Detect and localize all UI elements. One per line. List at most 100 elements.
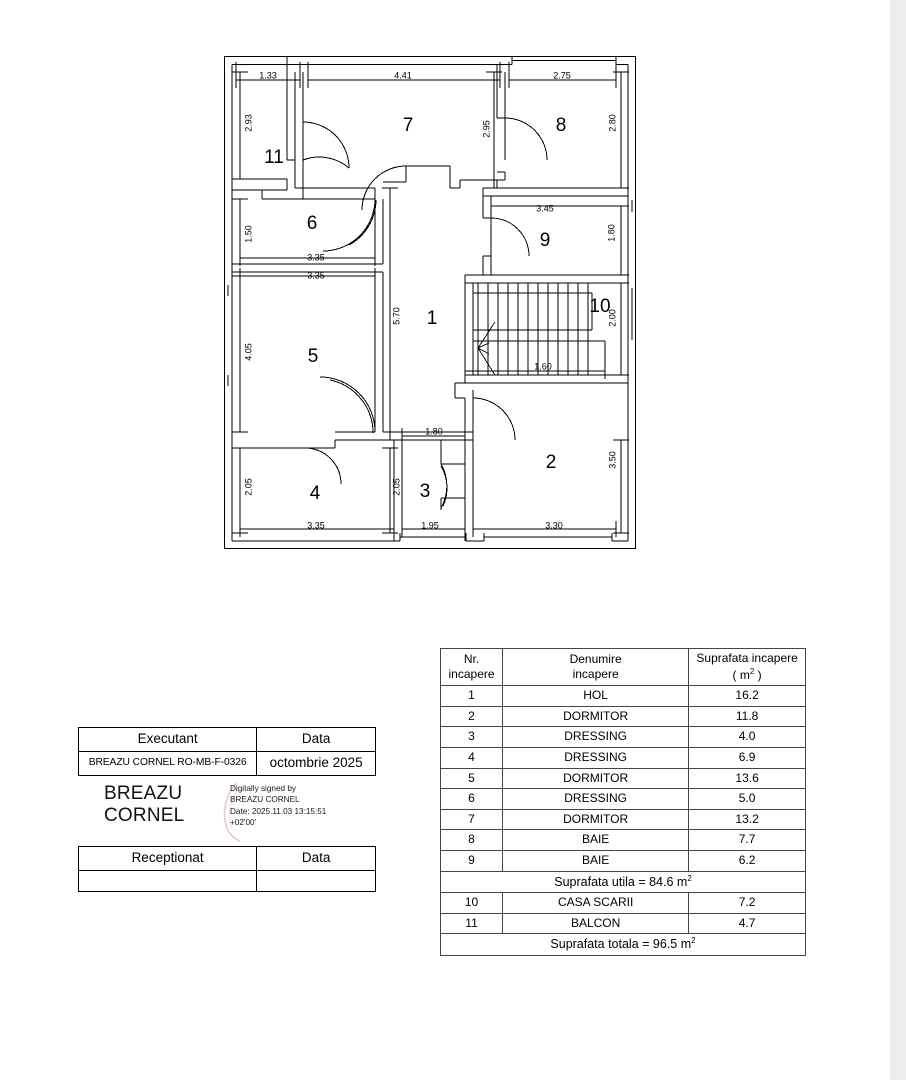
room-number-cell: 8 bbox=[439, 829, 504, 851]
room-area-cell: 4.7 bbox=[688, 912, 806, 935]
room-number-cell: 1 bbox=[439, 685, 504, 707]
dimension-label: 4.05 bbox=[243, 343, 253, 361]
dimension-label: 3.45 bbox=[536, 203, 554, 213]
balcony-walls bbox=[231, 64, 296, 191]
signature-name-line1: BREAZU bbox=[104, 783, 183, 804]
header-nr-line1: Nr. bbox=[463, 651, 480, 666]
room-number-cell: 6 bbox=[439, 788, 504, 810]
dimension-label: 3.35 bbox=[307, 520, 325, 530]
table-row bbox=[77, 869, 376, 892]
room-area-cell: 4.0 bbox=[688, 726, 806, 748]
interior-walls bbox=[231, 64, 628, 541]
room-number-3: 3 bbox=[420, 481, 431, 502]
room-name-cell: DRESSING bbox=[502, 788, 690, 810]
header-area-line1: Suprafata incapere bbox=[696, 651, 798, 665]
dimension-label: 2.05 bbox=[391, 478, 401, 496]
dimension-label: 4.41 bbox=[394, 70, 412, 80]
room-number-5: 5 bbox=[308, 346, 319, 367]
column-header-area: Suprafata incapere ( m2 ) bbox=[688, 647, 806, 687]
room-schedule: Nr. incapere Denumire incapere Suprafata… bbox=[439, 647, 806, 956]
building-envelope bbox=[223, 55, 637, 550]
room-number-4: 4 bbox=[310, 483, 321, 504]
room-number-6: 6 bbox=[307, 213, 318, 234]
room-number-cell: 2 bbox=[439, 705, 504, 728]
receptionat-value bbox=[77, 869, 258, 892]
executant-title-block: Executant Data BREAZU CORNEL RO-MB-F-032… bbox=[77, 727, 376, 776]
dimension-label: 1.50 bbox=[243, 225, 253, 243]
dimension-label: 2.95 bbox=[481, 120, 491, 138]
room-name-cell: HOL bbox=[502, 685, 690, 707]
executant-table: Executant Data BREAZU CORNEL RO-MB-F-032… bbox=[77, 727, 376, 776]
dimension-label: 5.70 bbox=[391, 307, 401, 325]
data-header: Data bbox=[256, 727, 376, 752]
door-swings bbox=[302, 117, 548, 509]
signature-name: BREAZU CORNEL bbox=[104, 783, 184, 827]
dimension-label: 3.50 bbox=[607, 451, 617, 469]
header-nr-line2: incapere bbox=[448, 667, 495, 682]
dimension-label: 1.95 bbox=[421, 520, 439, 530]
room-number-1: 1 bbox=[427, 308, 438, 329]
door-leaves bbox=[302, 118, 506, 440]
room-name-cell: DRESSING bbox=[502, 726, 690, 748]
dimension-label: 3.30 bbox=[545, 520, 563, 530]
room-name-cell: DORMITOR bbox=[502, 808, 690, 831]
room-name-cell: DORMITOR bbox=[502, 705, 690, 728]
dimension-label: 1.33 bbox=[259, 70, 277, 80]
room-name-cell: BAIE bbox=[502, 829, 690, 851]
table-header-row: Nr. incapere Denumire incapere Suprafata… bbox=[439, 647, 806, 687]
table-row: Suprafata totala = 96.5 m2 bbox=[440, 933, 806, 956]
data-value: octombrie 2025 bbox=[256, 750, 376, 776]
room-area-cell: 7.7 bbox=[688, 829, 806, 851]
dimension-label: 3.35 bbox=[307, 270, 325, 280]
room-number-cell: 11 bbox=[439, 912, 504, 935]
column-header-name: Denumire incapere bbox=[502, 647, 690, 687]
room-name-cell: BALCON bbox=[502, 912, 690, 935]
dimension-lines bbox=[232, 62, 629, 537]
suprafata-utila-total: Suprafata utila = 84.6 m2 bbox=[440, 870, 806, 893]
table-row: BREAZU CORNEL RO-MB-F-0326 octombrie 202… bbox=[77, 750, 376, 776]
room-number-7: 7 bbox=[403, 115, 414, 136]
dimension-label: 3.35 bbox=[307, 252, 325, 262]
room-number-cell: 9 bbox=[439, 849, 504, 872]
dimension-label: 2.00 bbox=[607, 309, 617, 327]
room-area-cell: 16.2 bbox=[688, 685, 806, 707]
receptionat-title-block: Receptionat Data bbox=[77, 846, 376, 892]
room-number-cell: 4 bbox=[439, 746, 504, 769]
room-name-cell: BAIE bbox=[502, 849, 690, 872]
room-number-9: 9 bbox=[540, 230, 551, 251]
receptionat-data-value bbox=[256, 869, 376, 892]
room-area-cell: 13.2 bbox=[688, 808, 806, 831]
room-area-cell: 6.2 bbox=[688, 849, 806, 872]
room-number-10: 10 bbox=[589, 296, 610, 317]
room-area-cell: 6.9 bbox=[688, 746, 806, 769]
exterior-walls bbox=[223, 56, 637, 549]
room-name-cell: CASA SCARII bbox=[502, 891, 690, 914]
header-name-line1: Denumire bbox=[569, 651, 622, 666]
room-number-cell: 7 bbox=[439, 808, 504, 831]
header-area-unit: ( m2 ) bbox=[732, 666, 762, 682]
room-number-11: 11 bbox=[264, 147, 284, 168]
room-schedule-table: Nr. incapere Denumire incapere Suprafata… bbox=[439, 647, 806, 956]
column-header-nr: Nr. incapere bbox=[439, 647, 504, 687]
signature-name-line2: CORNEL bbox=[104, 805, 185, 826]
room-number-cell: 5 bbox=[439, 767, 504, 790]
executant-header: Executant bbox=[77, 727, 258, 752]
signature-swoosh-icon bbox=[223, 782, 241, 842]
receptionat-data-header: Data bbox=[256, 846, 376, 871]
executant-value: BREAZU CORNEL RO-MB-F-0326 bbox=[77, 750, 258, 776]
table-row: Executant Data bbox=[77, 727, 376, 752]
room-area-cell: 7.2 bbox=[688, 891, 806, 914]
table-row: Suprafata utila = 84.6 m2 bbox=[440, 870, 806, 893]
room-area-cell: 13.6 bbox=[688, 767, 806, 790]
